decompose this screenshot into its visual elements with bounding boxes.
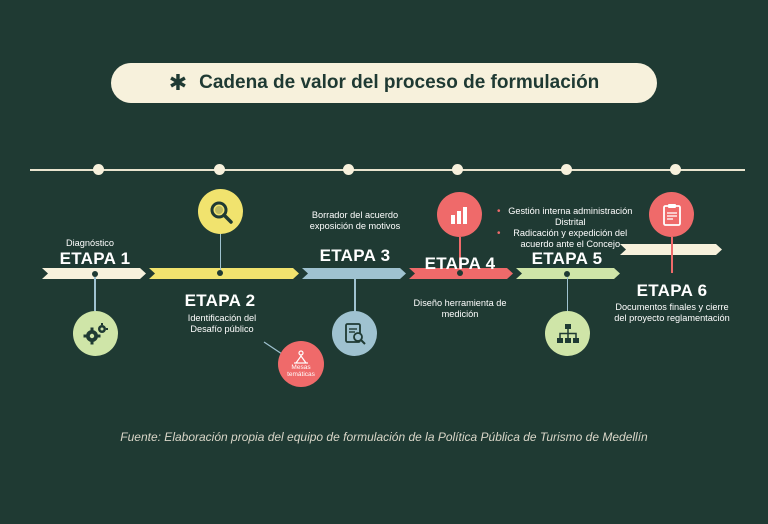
timeline-dot — [214, 164, 225, 175]
stage-5-title: ETAPA 5 — [531, 249, 603, 268]
stage-4-stem — [459, 237, 461, 270]
stage-4-node — [456, 270, 463, 276]
stage-5-node — [564, 271, 570, 277]
stage-5-bullets: • Gestión interna administración Distrit… — [497, 206, 637, 250]
stage-5-stem — [566, 277, 568, 311]
title-banner: ✱ Cadena de valor del proceso de formula… — [111, 63, 657, 103]
stage-6-title: ETAPA 6 — [636, 281, 708, 300]
bar-chart-icon — [437, 192, 482, 237]
bullet-dot: • — [497, 228, 501, 239]
bullet-dot: • — [497, 206, 501, 217]
people-icon — [294, 350, 308, 364]
asterisk-icon: ✱ — [168, 70, 188, 95]
stage-3-label: Borrador del acuerdo exposición de motiv… — [309, 210, 401, 231]
timeline-dot — [670, 164, 681, 175]
timeline-dot — [452, 164, 463, 175]
gears-icon — [73, 311, 118, 356]
timeline-dot — [93, 164, 104, 175]
org-chart-icon — [545, 311, 590, 356]
connector-line — [263, 341, 283, 355]
magnifier-icon — [198, 189, 243, 234]
stage-1-node — [92, 271, 98, 277]
stage-6-stem — [671, 237, 673, 273]
stage-3-arrow — [302, 268, 406, 279]
stage-2-node — [217, 270, 223, 276]
stage-5-bullet: • Radicación y expedición del acuerdo an… — [497, 228, 628, 249]
stage-5-bullet: • Gestión interna administración Distrit… — [497, 206, 633, 227]
timeline-dot — [561, 164, 572, 175]
stage-2-stem — [219, 234, 221, 272]
stage-1-title: ETAPA 1 — [59, 249, 131, 268]
mesas-tematicas-label: Mesas temáticas — [287, 364, 315, 378]
stage-2-title: ETAPA 2 — [184, 291, 256, 310]
stage-6-label: Documentos finales y cierre del proyecto… — [614, 302, 730, 323]
clipboard-icon — [649, 192, 694, 237]
stage-3-stem — [354, 278, 356, 312]
stage-3-title: ETAPA 3 — [319, 246, 391, 265]
stage-1-stem — [94, 277, 96, 311]
document-search-icon — [332, 311, 377, 356]
stage-2-label: Identificación del Desafío público — [187, 313, 257, 334]
mesas-tematicas-badge: Mesas temáticas — [278, 341, 324, 387]
source-footer: Fuente: Elaboración propia del equipo de… — [120, 430, 648, 444]
page-title: Cadena de valor del proceso de formulaci… — [199, 72, 600, 93]
stage-1-label: Diagnóstico — [65, 238, 114, 248]
stage-4-title: ETAPA 4 — [424, 254, 496, 273]
timeline-top-line — [30, 169, 745, 171]
stage-2-arrow — [149, 268, 299, 279]
stage-4-label: Diseño herramienta de medición — [413, 298, 507, 319]
timeline-dot — [343, 164, 354, 175]
